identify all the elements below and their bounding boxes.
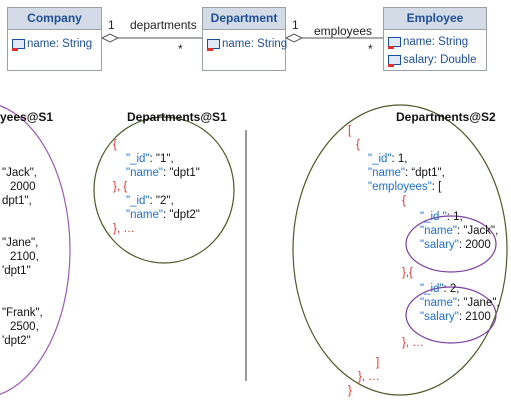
- code-line: }, …: [113, 223, 135, 235]
- field-icon: [207, 38, 220, 51]
- departments-s2-ellipse: [292, 104, 508, 396]
- composition-diamond-2: [284, 33, 304, 43]
- multiplicity-label: 1: [108, 18, 115, 32]
- code-line: "_id": "2",: [126, 195, 174, 207]
- departments-s1-title: Departments@S1: [127, 110, 227, 124]
- document-shapes: [0, 104, 508, 396]
- departments-s1-ellipse: [93, 116, 235, 264]
- code-line: "salary": 2100: [420, 311, 491, 323]
- employee-jack-ellipse: [405, 215, 497, 273]
- code-line: "_id": "1",: [126, 153, 174, 165]
- code-line: dpt1",: [2, 195, 32, 207]
- association-label: employees: [314, 24, 373, 38]
- departments-s2-title: Departments@S2: [396, 110, 496, 124]
- code-line: }, {: [113, 181, 128, 193]
- code-line: }, …: [402, 337, 424, 349]
- code-line: {: [356, 139, 360, 151]
- code-line: "Jane",: [2, 237, 39, 249]
- uml-class-department: Department name: String: [202, 7, 287, 71]
- class-attribute: salary: Double: [388, 54, 477, 67]
- code-line: ]: [376, 357, 380, 369]
- field-icon: [388, 36, 401, 49]
- uml-class-employee: Employee name: String salary: Double: [383, 7, 487, 71]
- code-line: "name": "Jack",: [420, 225, 499, 237]
- code-line: "_id": 1,: [368, 153, 408, 165]
- code-line: "_id": 2,: [420, 283, 460, 295]
- code-line: },{: [402, 267, 413, 279]
- code-line: "_id ": 1,: [420, 211, 463, 223]
- code-line: }, …: [358, 371, 380, 383]
- class-attribute: name: String: [207, 38, 287, 51]
- code-line: 2500,: [10, 321, 39, 333]
- code-line: 2000: [10, 181, 36, 193]
- employee-jane-ellipse: [405, 286, 497, 344]
- class-attribute: name: String: [12, 38, 92, 51]
- uml-class-company: Company name: String: [7, 7, 102, 71]
- code-line: "name": "dpt1": [126, 167, 200, 179]
- class-title: Company: [8, 8, 101, 30]
- code-line: "salary": 2000: [420, 239, 491, 251]
- uml-connectors: [100, 33, 383, 43]
- code-line: "name": “dpt1",: [368, 167, 445, 179]
- code-line: [: [348, 125, 352, 137]
- field-icon: [388, 54, 401, 67]
- code-line: "name": "dpt2": [126, 209, 200, 221]
- composition-diamond-1: [100, 33, 120, 43]
- code-line: 'dpt1": [2, 265, 31, 277]
- class-title: Employee: [384, 8, 486, 30]
- code-line: "Frank",: [2, 307, 43, 319]
- code-line: "employees": [: [368, 181, 442, 193]
- code-line: 'dpt2": [2, 335, 31, 347]
- code-line: {: [402, 195, 406, 207]
- code-line: {: [113, 139, 117, 151]
- class-attribute: name: String: [388, 36, 468, 49]
- multiplicity-label: 1: [292, 18, 299, 32]
- multiplicity-label: *: [178, 42, 183, 56]
- field-icon: [12, 38, 25, 51]
- code-line: }: [348, 385, 352, 397]
- employees-s1-ellipse: [0, 105, 71, 395]
- code-line: 2100,: [10, 251, 39, 263]
- employees-s1-title: yees@S1: [0, 110, 54, 124]
- code-line: "Jack",: [2, 167, 38, 179]
- class-title: Department: [203, 8, 285, 30]
- association-label: departments: [130, 18, 197, 32]
- code-line: "name": "Jane",: [420, 297, 500, 309]
- multiplicity-label: *: [368, 42, 373, 56]
